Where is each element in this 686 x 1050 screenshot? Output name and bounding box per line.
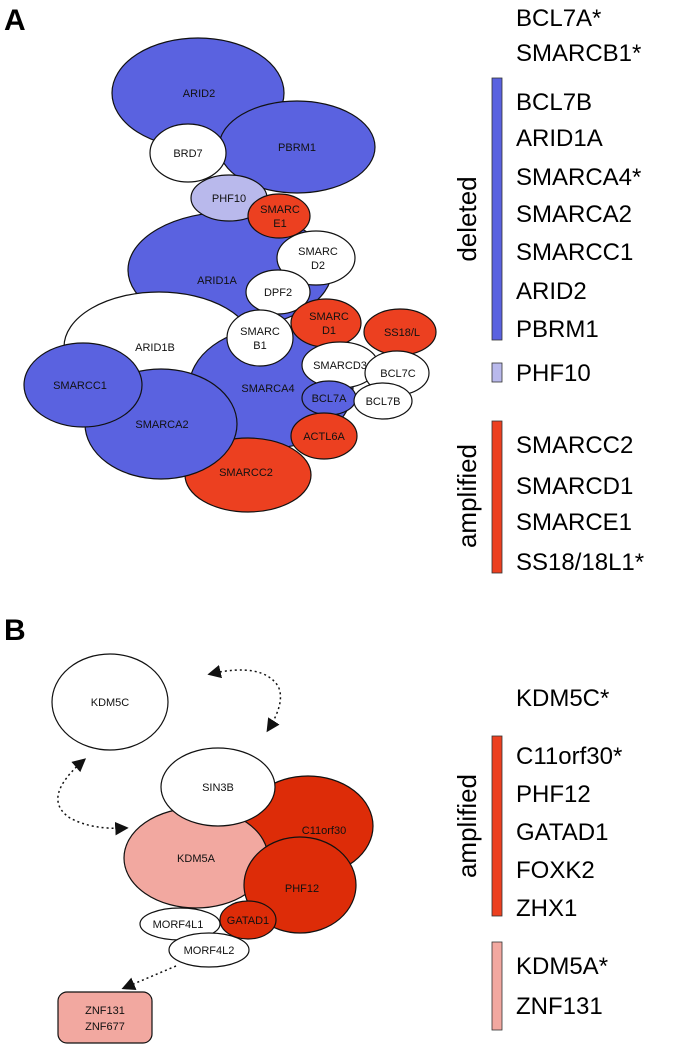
deleted-item-arid2: ARID2 <box>516 278 587 305</box>
label-gatad1: GATAD1 <box>227 915 269 927</box>
amplified-bar-a <box>491 420 503 574</box>
deleted-item-bcl7b: BCL7B <box>516 89 592 116</box>
pink-bar <box>491 941 503 1031</box>
label-kdm5c: KDM5C <box>91 697 130 709</box>
node-actl6a <box>290 412 358 460</box>
label-kdm5a: KDM5A <box>177 853 216 865</box>
label-smarcc1: SMARCC1 <box>53 380 107 392</box>
amplified-item-ss18: SS18/18L1* <box>516 549 644 576</box>
label-morf4l2: MORF4L2 <box>184 945 235 957</box>
amplified-item-c11orf30: C11orf30* <box>516 743 622 770</box>
arrow-kdm5c-sin3b <box>207 664 282 733</box>
label-phf10: PHF10 <box>212 193 246 205</box>
label-znf131: ZNF131 <box>85 1005 125 1017</box>
panel-b-letter: B <box>4 614 26 647</box>
label-smarcc2: SMARCC2 <box>219 467 273 479</box>
label-smarcd3: SMARCD3 <box>313 360 367 372</box>
node-phf12 <box>243 836 357 934</box>
label-smarcb1-line2: B1 <box>253 340 266 352</box>
node-smarcd1 <box>290 298 362 348</box>
arrow-morf4l2-znf <box>121 965 177 991</box>
panel-a-gene-list: BCL7A* SMARCB1* deleted BCL7B ARID1A SMA… <box>452 5 644 576</box>
node-smarcd2 <box>276 230 356 286</box>
amplified-item-smarcd1: SMARCD1 <box>516 473 633 500</box>
deleted-label: deleted <box>452 176 482 261</box>
label-arid1b: ARID1B <box>135 342 175 354</box>
label-znf677: ZNF677 <box>85 1021 125 1033</box>
arrow-kdm5c-kdm5a <box>57 758 129 836</box>
kdm5-complex-diagram: KDM5C SIN3B C11orf30 KDM5A PHF12 MORF4L1… <box>51 653 374 1044</box>
label-ss18l: SS18/L <box>384 327 420 339</box>
deleted-item-smarca2: SMARCA2 <box>516 201 632 228</box>
list-item-kdm5c: KDM5C* <box>516 685 609 712</box>
node-bcl7b <box>353 382 413 420</box>
label-smarce1-line1: SMARC <box>260 204 300 216</box>
panel-a-letter: A <box>4 4 26 37</box>
deleted-item-arid1a: ARID1A <box>516 125 603 152</box>
swisnf-complex-diagram: ARID2 PBRM1 BRD7 PHF10 SMARC E1 ARID1A S… <box>23 37 437 513</box>
label-smarca2: SMARCA2 <box>135 419 188 431</box>
label-c11orf30: C11orf30 <box>302 825 346 837</box>
node-smarcb1 <box>226 309 294 367</box>
label-morf4l1: MORF4L1 <box>153 919 204 931</box>
label-bcl7b: BCL7B <box>366 396 401 408</box>
deleted-item-pbrm1: PBRM1 <box>516 316 599 343</box>
label-dpf2: DPF2 <box>264 287 292 299</box>
amplified-label-a: amplified <box>452 444 482 548</box>
deleted-item-smarca4: SMARCA4* <box>516 164 641 191</box>
label-phf12: PHF12 <box>285 883 319 895</box>
label-actl6a: ACTL6A <box>303 431 345 443</box>
amplified-item-foxk2: FOXK2 <box>516 857 595 884</box>
label-smarcb1-line1: SMARC <box>240 326 280 338</box>
node-morf4l2 <box>168 932 250 968</box>
amplified-item-smarcc2: SMARCC2 <box>516 432 633 459</box>
label-brd7: BRD7 <box>173 148 202 160</box>
label-sin3b: SIN3B <box>202 782 234 794</box>
label-bcl7a: BCL7A <box>312 393 348 405</box>
label-pbrm1: PBRM1 <box>278 142 316 154</box>
node-sin3b <box>160 747 276 827</box>
label-smarcd2-line1: SMARC <box>298 246 338 258</box>
list-item-znf131: ZNF131 <box>516 993 603 1020</box>
amplified-item-gatad1: GATAD1 <box>516 819 608 846</box>
label-smarca4: SMARCA4 <box>241 383 294 395</box>
label-arid2: ARID2 <box>183 88 215 100</box>
panel-b-gene-list: KDM5C* amplified C11orf30* PHF12 GATAD1 … <box>452 685 622 1031</box>
label-arid1a: ARID1A <box>197 275 237 287</box>
amplified-bar-b <box>491 735 503 917</box>
label-smarce1-line2: E1 <box>273 218 286 230</box>
deleted-item-smarcc1: SMARCC1 <box>516 239 633 266</box>
amplified-item-phf12: PHF12 <box>516 781 591 808</box>
node-znf-box <box>57 991 153 1044</box>
label-smarcd2-line2: D2 <box>311 260 325 272</box>
node-gatad1 <box>219 900 277 940</box>
list-item-phf10: PHF10 <box>516 360 591 387</box>
phf10-bar <box>491 362 503 383</box>
deleted-bar <box>491 77 503 341</box>
amplified-label-b: amplified <box>452 774 482 878</box>
label-smarcd1-line1: SMARC <box>309 311 349 323</box>
label-smarcd1-line2: D1 <box>322 325 336 337</box>
amplified-item-smarce1: SMARCE1 <box>516 509 632 536</box>
list-item-kdm5a: KDM5A* <box>516 953 608 980</box>
node-kdm5c <box>51 653 169 751</box>
list-item-bcl7a: BCL7A* <box>516 5 601 32</box>
node-smarcc1 <box>23 342 143 428</box>
list-item-smarcb1: SMARCB1* <box>516 40 641 67</box>
label-bcl7c: BCL7C <box>380 368 416 380</box>
node-brd7 <box>149 123 227 183</box>
amplified-item-zhx1: ZHX1 <box>516 895 577 922</box>
node-smarce1 <box>247 193 311 239</box>
